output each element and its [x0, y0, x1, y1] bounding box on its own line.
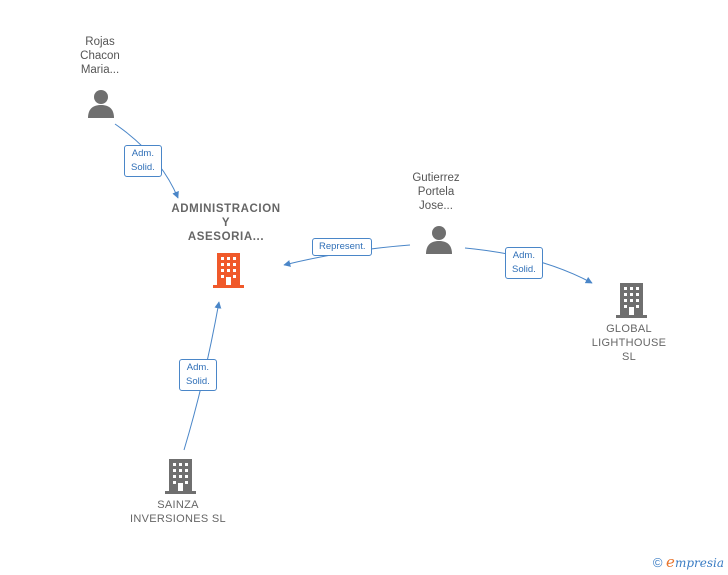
footer-brand[interactable]: © empresia: [653, 553, 724, 571]
person-name-gutierrez[interactable]: Gutierrez Portela Jose...: [412, 172, 460, 212]
company-name-sainza[interactable]: SAINZA INVERSIONES SL: [130, 499, 226, 525]
building-icon[interactable]: [212, 252, 245, 288]
brand-logo-text: mpresia: [674, 556, 724, 570]
copyright-symbol: ©: [652, 555, 663, 570]
brand-logo-initial: e: [666, 553, 675, 571]
edge-label-gutierrez-global[interactable]: Adm. Solid.: [505, 247, 543, 279]
person-icon[interactable]: [86, 88, 116, 118]
person-icon[interactable]: [424, 224, 454, 254]
company-name-global-lighthouse[interactable]: GLOBAL LIGHTHOUSE SL: [591, 323, 667, 363]
company-name-administracion[interactable]: ADMINISTRACION Y ASESORIA...: [171, 203, 281, 243]
edge-label-sainza-admin[interactable]: Adm. Solid.: [179, 359, 217, 391]
person-name-rojas[interactable]: Rojas Chacon Maria...: [80, 36, 120, 76]
building-icon[interactable]: [164, 458, 197, 494]
edge-label-rojas-admin[interactable]: Adm. Solid.: [124, 145, 162, 177]
building-icon[interactable]: [615, 282, 648, 318]
edge-label-gutierrez-admin[interactable]: Represent.: [312, 238, 373, 256]
